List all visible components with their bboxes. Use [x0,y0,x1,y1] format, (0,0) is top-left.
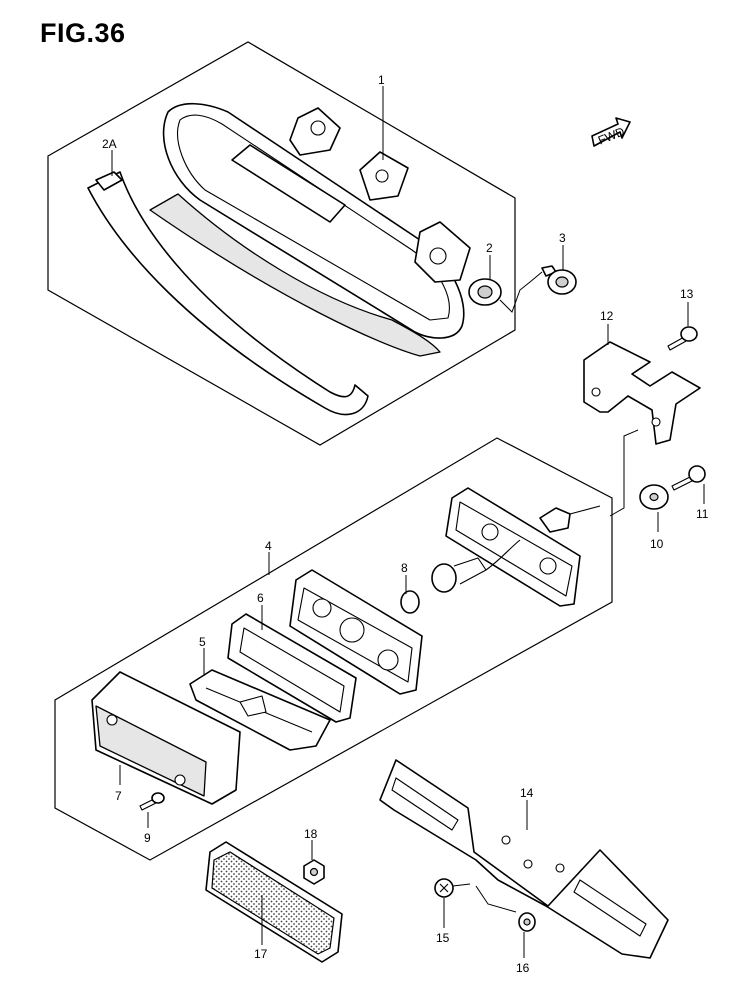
fwd-arrow-label: FWD [596,124,627,147]
assembly-box-upper [47,41,516,446]
lens-5 [189,669,331,751]
nut-16 [518,912,536,932]
license-bracket-14 [379,759,669,959]
nut-18 [303,859,325,885]
reflector-17 [205,841,343,963]
grommet-2 [468,278,502,306]
callout-10: 10 [650,537,664,551]
callout-5: 5 [199,635,206,649]
callout-17: 17 [254,947,268,961]
assembly-box-lower [54,437,613,861]
light-base [289,569,423,695]
bulb-8 [400,590,420,614]
callout-14: 14 [520,786,534,800]
callout-6: 6 [257,591,264,605]
callout-2: 2 [486,241,493,255]
callout-1: 1 [378,73,385,87]
bracket-12 [583,341,701,445]
leader-2-3 [499,271,543,313]
callout-13: 13 [680,287,694,301]
gasket-2a [87,171,369,416]
screw-13 [667,326,698,351]
callout-11: 11 [696,507,709,521]
callout-7: 7 [115,789,122,803]
cover-7 [91,671,241,805]
callout-18: 18 [304,827,318,841]
callout-8: 8 [401,561,408,575]
callout-4: 4 [265,539,272,553]
washer-10 [639,484,669,510]
bulb-socket [431,539,521,593]
callout-3: 3 [559,231,566,245]
callout-15: 15 [436,931,450,945]
screw-9 [139,792,165,811]
screw-11 [671,465,706,491]
screw-3 [541,265,577,295]
gasket-6 [227,613,357,723]
callout-2a: 2A [102,137,117,151]
callout-12: 12 [600,309,614,323]
leader-lines [111,86,705,958]
callout-16: 16 [516,961,530,975]
fwd-arrow-icon: FWD [591,117,631,147]
callouts: 1 2A 2 3 4 5 6 7 8 9 10 11 12 13 14 15 1… [102,73,709,975]
tail-light-1 [149,102,471,357]
light-housing-rear [445,487,601,607]
callout-9: 9 [144,831,151,845]
screw-15 [434,878,471,898]
figure-title: FIG.36 [40,18,126,48]
